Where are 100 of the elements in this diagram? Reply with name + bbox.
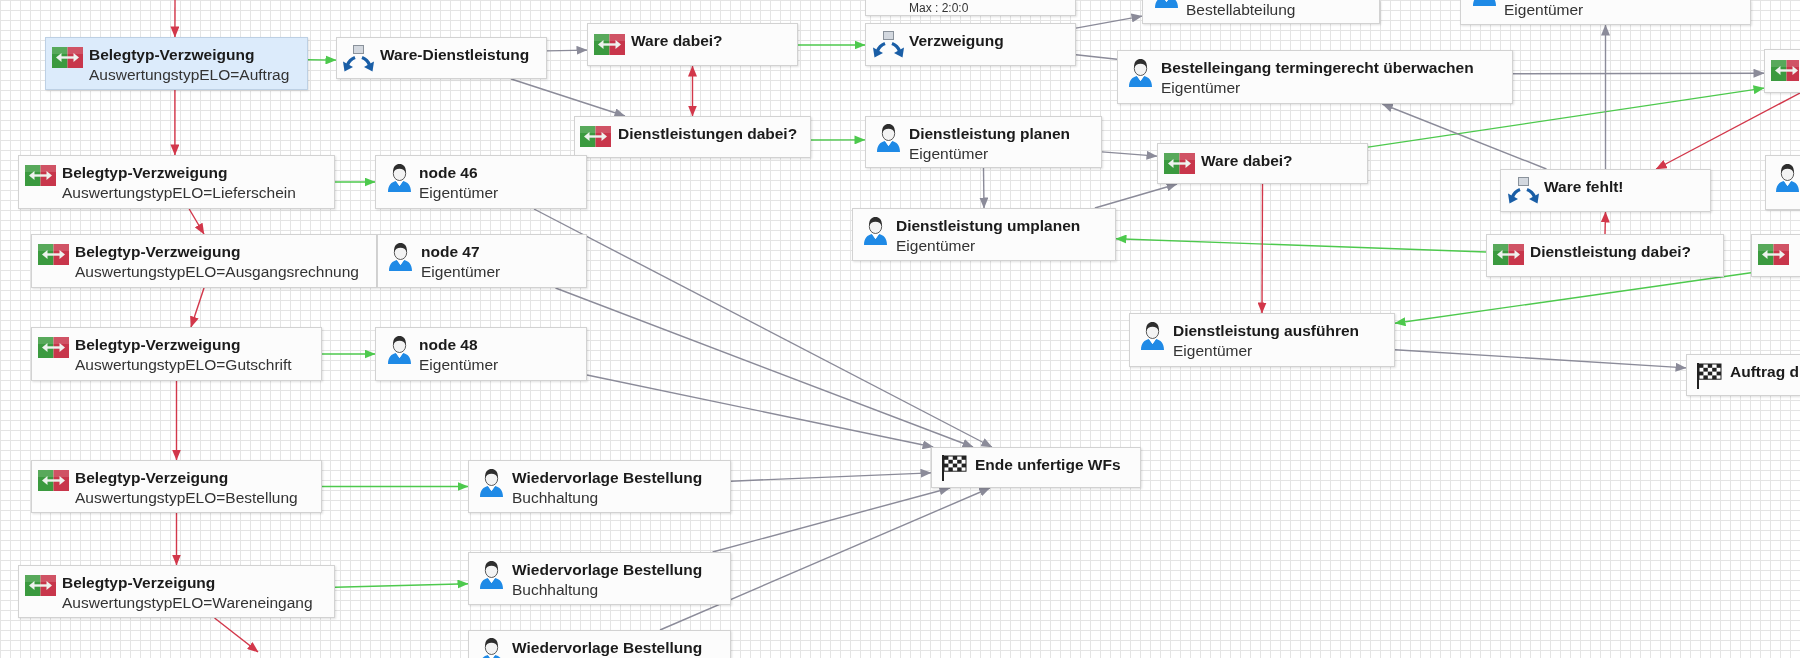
task-box [468, 630, 731, 658]
task-box [468, 460, 731, 513]
decision-box [18, 565, 335, 618]
node-subtitle: AuswertungstypELO=Bestellung [75, 488, 298, 508]
task-box [1142, 0, 1380, 24]
decision-box [1157, 143, 1368, 184]
arrow [172, 512, 181, 566]
node-title: node 47 [421, 242, 480, 262]
arrow [213, 617, 259, 653]
arrow [321, 482, 469, 491]
node-title: node 46 [419, 163, 478, 183]
decision-box [18, 155, 335, 209]
node-subtitle: Eigentümer [1173, 341, 1253, 361]
node-subtitle: Buchhaltung [512, 488, 599, 508]
arrow [1394, 349, 1687, 372]
arrow [1075, 13, 1143, 29]
node-subtitle: Eigentümer [896, 236, 976, 256]
arrow [546, 45, 588, 55]
task-box [375, 155, 587, 209]
arrow [586, 374, 934, 450]
node-subtitle: AuswertungstypELO=Wareneingang [62, 593, 313, 613]
decision-box [587, 23, 798, 66]
arrow [334, 177, 376, 187]
node-title: Auftrag d [1730, 362, 1799, 382]
task-box [1765, 155, 1800, 210]
branch-box [336, 37, 547, 79]
node-title: Dienstleistung umplanen [896, 216, 1081, 236]
node-title: Ware-Dienstleistung [380, 45, 530, 65]
node-subtitle: Eigentümer [419, 355, 499, 375]
node-subtitle: AuswertungstypELO=Gutschrift [75, 355, 292, 375]
node-title: Verzweigung [909, 31, 1004, 51]
arrow [1381, 103, 1548, 170]
node-title: Belegtyp-Verzeigung [62, 573, 216, 593]
connector-line [1075, 54, 1118, 60]
node-subtitle: AuswertungstypELO=Ausgangsrechnung [75, 262, 359, 282]
end-box [1686, 354, 1800, 396]
branch-box [865, 23, 1076, 66]
node-subtitle: Eigentümer [909, 144, 989, 164]
node-title: Belegtyp-Verzweigung [89, 45, 255, 65]
node-title: Dienstleistung ausführen [1173, 321, 1360, 341]
decision-box [31, 234, 377, 288]
node-title: Wiedervorlage Bestellung [512, 468, 703, 488]
decision-box [1751, 234, 1800, 277]
arrow [533, 208, 993, 448]
arrow [334, 579, 469, 589]
arrow [1115, 234, 1487, 253]
node-title: Belegtyp-Verzweigung [75, 242, 241, 262]
node-title: Belegtyp-Verzweigung [75, 335, 241, 355]
arrow [172, 380, 181, 461]
node-title: Wiedervorlage Bestellung [512, 638, 703, 658]
arrow [170, 89, 180, 156]
arrow [730, 468, 932, 482]
node-subtitle: Max : 2:0:0 [909, 1, 969, 15]
node-title: Ware dabei? [631, 31, 723, 51]
node-title: Wiedervorlage Bestellung [512, 560, 703, 580]
branch-box [1500, 169, 1711, 212]
task-box [852, 208, 1116, 261]
node-title: Ende unfertige WFs [975, 455, 1121, 475]
arrow [659, 487, 991, 631]
decision-box [1486, 234, 1724, 277]
task-box [468, 552, 731, 605]
decision-box [45, 37, 308, 90]
arrow [170, 0, 180, 38]
node-subtitle: Eigentümer [1161, 78, 1241, 98]
task-box [375, 327, 587, 381]
node-title: Dienstleistung dabei? [1530, 242, 1692, 262]
arrow [1367, 85, 1765, 148]
arrow [554, 287, 974, 448]
node-title: Belegtyp-Verzweigung [62, 163, 228, 183]
arrow [1094, 182, 1178, 209]
arrow [321, 349, 376, 359]
arrow [190, 287, 205, 328]
arrow [1655, 92, 1800, 170]
arrow [307, 55, 337, 65]
arrow [188, 208, 205, 235]
arrow [1394, 272, 1752, 327]
arrow [1600, 211, 1610, 235]
task-box [377, 234, 587, 288]
arrow [510, 78, 626, 118]
arrow [711, 486, 951, 553]
arrow [1512, 68, 1765, 78]
double-arrow [688, 65, 697, 117]
arrow [1101, 150, 1158, 160]
arrow [1601, 24, 1610, 170]
node-subtitle: AuswertungstypELO=Lieferschein [62, 183, 296, 203]
node-title: node 48 [419, 335, 478, 355]
arrow [797, 40, 866, 50]
task-box [1129, 313, 1395, 367]
node-subtitle: Buchhaltung [512, 580, 599, 600]
arrow [810, 135, 866, 145]
node-subtitle: Eigentümer [421, 262, 501, 282]
arrow [979, 167, 989, 209]
node-subtitle: AuswertungstypELO=Auftrag [89, 65, 290, 85]
node-title: Dienstleistung planen [909, 124, 1071, 144]
task-box [865, 116, 1102, 168]
node-title: Ware dabei? [1201, 151, 1293, 171]
decision-box [31, 327, 322, 381]
node-subtitle: Eigentümer [1504, 1, 1584, 19]
node-title: Bestelleingang termingerecht überwachen [1161, 58, 1474, 78]
task-box [1460, 0, 1751, 25]
